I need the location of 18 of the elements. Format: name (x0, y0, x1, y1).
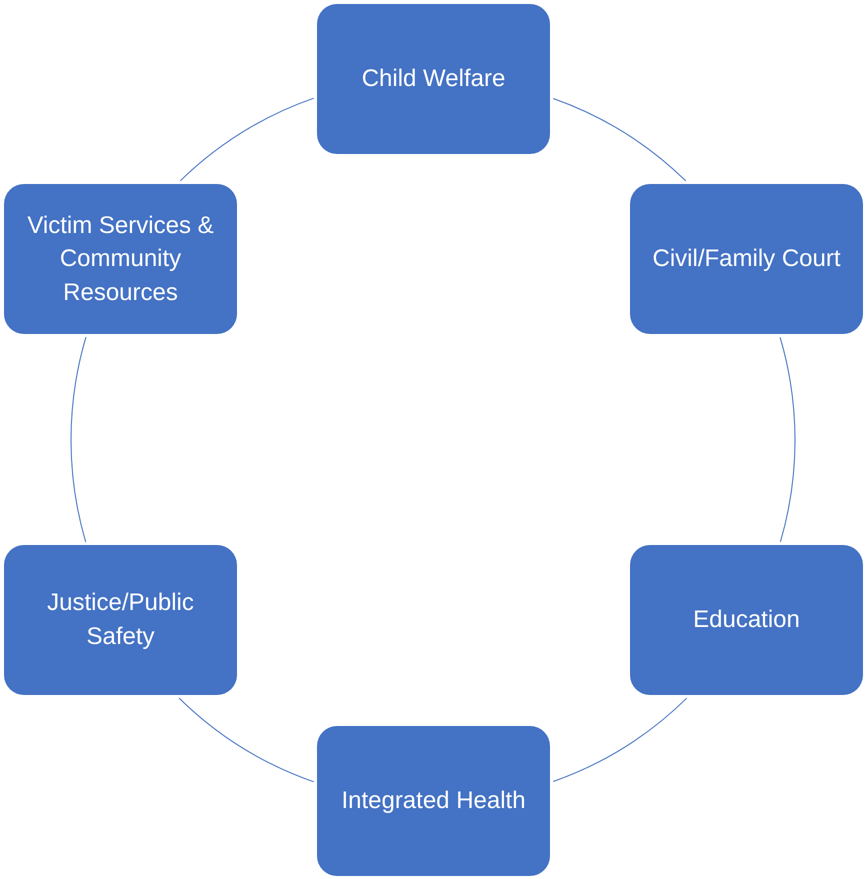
rounded-box (4, 184, 237, 334)
connector-arc (780, 336, 795, 542)
box-label: Victim Services & Community Resources (26, 210, 215, 308)
connector-arc (552, 698, 688, 782)
box-label: Integrated Health (341, 786, 526, 816)
rounded-box (630, 184, 863, 334)
box-label: Justice/Public Safety (46, 588, 195, 652)
rounded-box (4, 545, 237, 695)
rounded-box (317, 726, 550, 876)
connector-arc (180, 98, 314, 182)
rounded-box (317, 4, 550, 154)
connector-arc (552, 98, 686, 182)
rounded-box (630, 545, 863, 695)
box-label: Civil/Family Court (652, 244, 840, 274)
box-label: Education (693, 605, 800, 636)
box-label: Child Welfare (362, 64, 506, 94)
connector-arc (71, 336, 86, 542)
connector-arc (178, 698, 314, 782)
